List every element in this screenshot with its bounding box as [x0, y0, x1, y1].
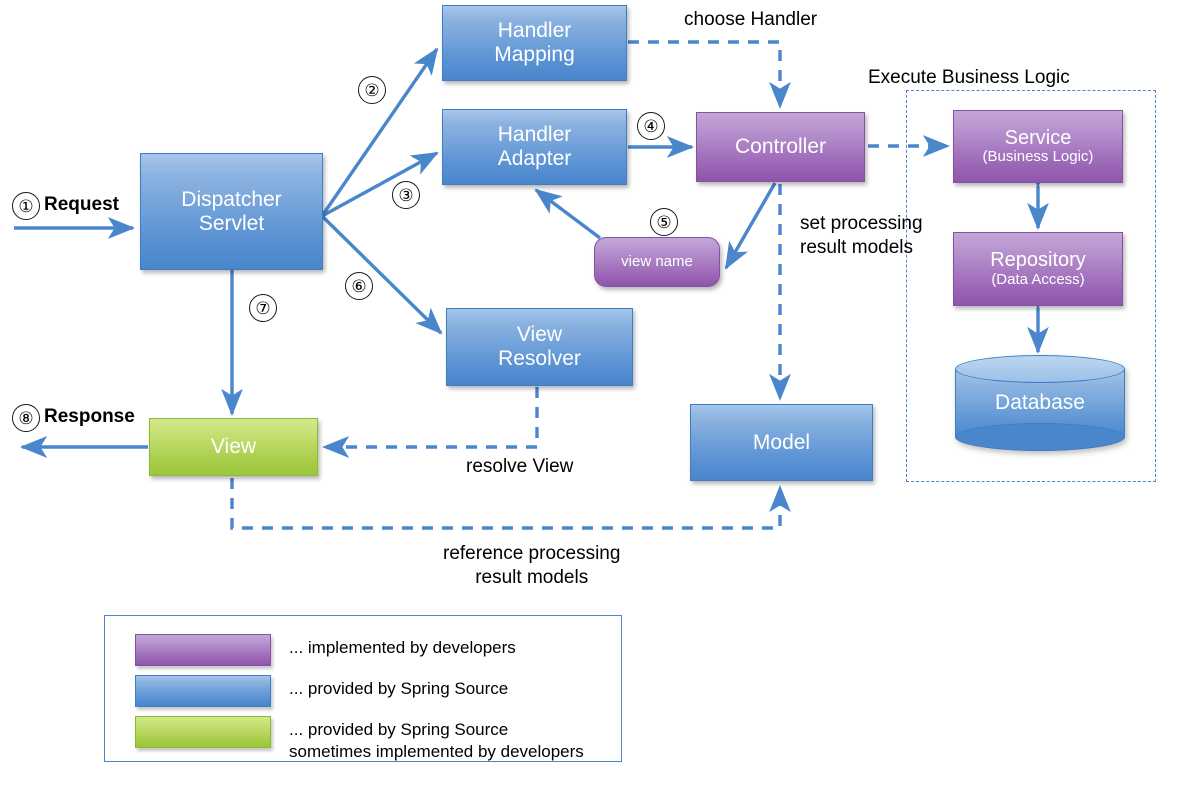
step-badge-7: ⑦: [249, 294, 277, 322]
legend-swatch-purple: [135, 634, 271, 666]
dispatcher-servlet-line2: Servlet: [198, 211, 265, 235]
service-line2: (Business Logic): [982, 148, 1094, 166]
model-label: Model: [752, 430, 811, 454]
step-badge-1: ①: [12, 192, 40, 220]
node-controller[interactable]: Controller: [696, 112, 865, 182]
dispatcher-servlet-line1: Dispatcher: [181, 187, 282, 211]
wire-5-controller-to-view-name: [724, 182, 777, 270]
legend-label-blue: ... provided by Spring Source: [289, 679, 509, 698]
view-label: View: [210, 435, 257, 459]
legend-label-purple: ... implemented by developers: [289, 638, 516, 657]
handler-adapter-line2: Adapter: [497, 147, 572, 170]
handler-mapping-line1: Handler: [497, 19, 572, 43]
node-view-resolver[interactable]: View Resolver: [446, 308, 633, 386]
wire-6-dispatcher-to-view-resolver: [320, 214, 443, 335]
node-view[interactable]: View: [149, 418, 318, 476]
label-reference-processing-result-models: reference processing result models: [443, 543, 621, 588]
label-response: Response: [44, 406, 135, 427]
node-repository[interactable]: Repository (Data Access): [953, 232, 1123, 306]
legend-item-provided-by-spring-source: ... provided by Spring Source: [135, 675, 621, 707]
legend-item-implemented-by-developers: ... implemented by developers: [135, 634, 621, 666]
wire-2-dispatcher-to-handler-mapping: [320, 47, 439, 217]
node-model[interactable]: Model: [690, 404, 873, 481]
step-badge-5: ⑤: [650, 208, 678, 236]
step-badge-6: ⑥: [345, 272, 373, 300]
legend-label-green: ... provided by Spring Source sometimes …: [289, 720, 584, 762]
database-cylinder-top: [955, 355, 1125, 383]
repository-line1: Repository: [990, 249, 1086, 272]
step-badge-3: ③: [392, 181, 420, 209]
wire-resolve-view: [321, 387, 539, 458]
node-handler-adapter[interactable]: Handler Adapter: [442, 109, 627, 185]
label-choose-handler: choose Handler: [684, 9, 818, 30]
wire-3-dispatcher-to-handler-adapter: [321, 151, 439, 218]
legend-panel: ... implemented by developers ... provid…: [104, 615, 622, 762]
controller-label: Controller: [734, 135, 827, 159]
view-resolver-line1: View: [516, 323, 563, 347]
wire-choose-handler: [628, 40, 791, 110]
database-label: Database: [995, 391, 1085, 414]
database-cylinder-bottom: [955, 423, 1125, 451]
legend-swatch-green: [135, 716, 271, 748]
service-line1: Service: [1004, 126, 1072, 149]
label-execute-business-logic: Execute Business Logic: [868, 67, 1070, 88]
wire-reference-result-models: [230, 478, 791, 530]
step-badge-8: ⑧: [12, 404, 40, 432]
node-service[interactable]: Service (Business Logic): [953, 110, 1123, 183]
legend-swatch-blue: [135, 675, 271, 707]
node-handler-mapping[interactable]: Handler Mapping: [442, 5, 627, 81]
wire-view-name-to-handler-adapter: [534, 188, 602, 240]
handler-adapter-line1: Handler: [497, 123, 572, 147]
node-dispatcher-servlet[interactable]: Dispatcher Servlet: [140, 153, 323, 270]
view-name-label: view name: [621, 252, 693, 270]
execute-business-logic-frame: [906, 90, 1156, 482]
repository-line2: (Data Access): [991, 270, 1085, 288]
step-badge-2: ②: [358, 76, 386, 104]
label-set-processing-result-models: set processing result models: [800, 213, 923, 258]
label-resolve-view: resolve View: [466, 456, 574, 477]
label-request: Request: [44, 194, 119, 215]
handler-mapping-line2: Mapping: [494, 43, 575, 66]
node-view-name[interactable]: view name: [594, 237, 720, 287]
legend-item-provided-sometimes-implemented: ... provided by Spring Source sometimes …: [135, 716, 621, 763]
view-resolver-line2: Resolver: [498, 347, 581, 370]
node-database[interactable]: Database: [955, 355, 1125, 451]
step-badge-4: ④: [637, 112, 665, 140]
